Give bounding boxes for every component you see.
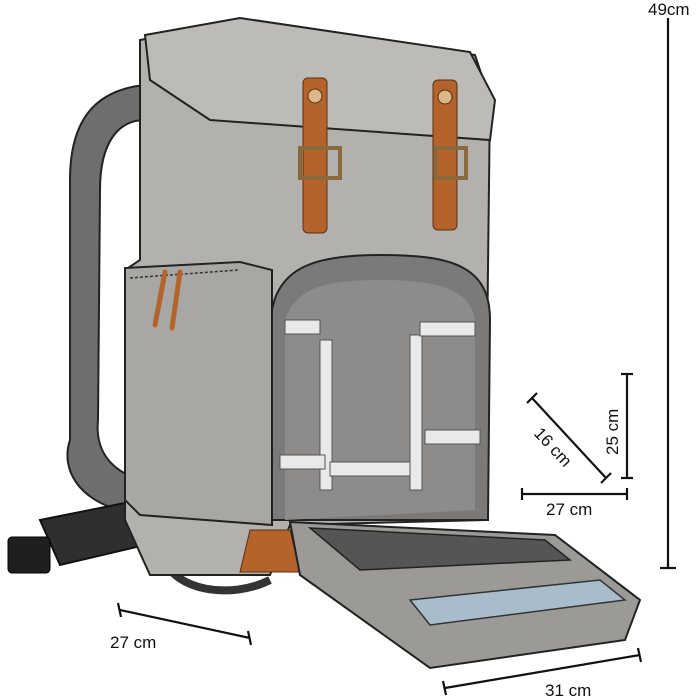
dim-31 xyxy=(441,647,643,696)
inner-pocket xyxy=(408,579,627,626)
leather-strap-right xyxy=(432,79,468,231)
mesh-pocket xyxy=(307,527,573,571)
label-27cm-compartment: 27 cm xyxy=(546,500,592,519)
dividers xyxy=(279,319,481,491)
label-31cm: 31 cm xyxy=(545,681,591,700)
zipper-pulls xyxy=(152,269,183,331)
dim-27-compartment xyxy=(520,488,629,500)
label-27cm-side: 27 cm xyxy=(110,633,156,652)
label-49cm: 49cm xyxy=(648,0,690,19)
label-16cm: 16 cm xyxy=(530,424,575,471)
side-pocket xyxy=(124,260,273,527)
dim-27-side xyxy=(116,602,253,646)
leather-strap-left xyxy=(298,77,342,234)
dim-16 xyxy=(526,392,612,484)
leather-base xyxy=(239,529,301,573)
buckle xyxy=(7,536,51,574)
label-25cm: 25 cm xyxy=(603,409,622,455)
dim-25 xyxy=(621,372,633,480)
dim-49 xyxy=(660,18,676,570)
